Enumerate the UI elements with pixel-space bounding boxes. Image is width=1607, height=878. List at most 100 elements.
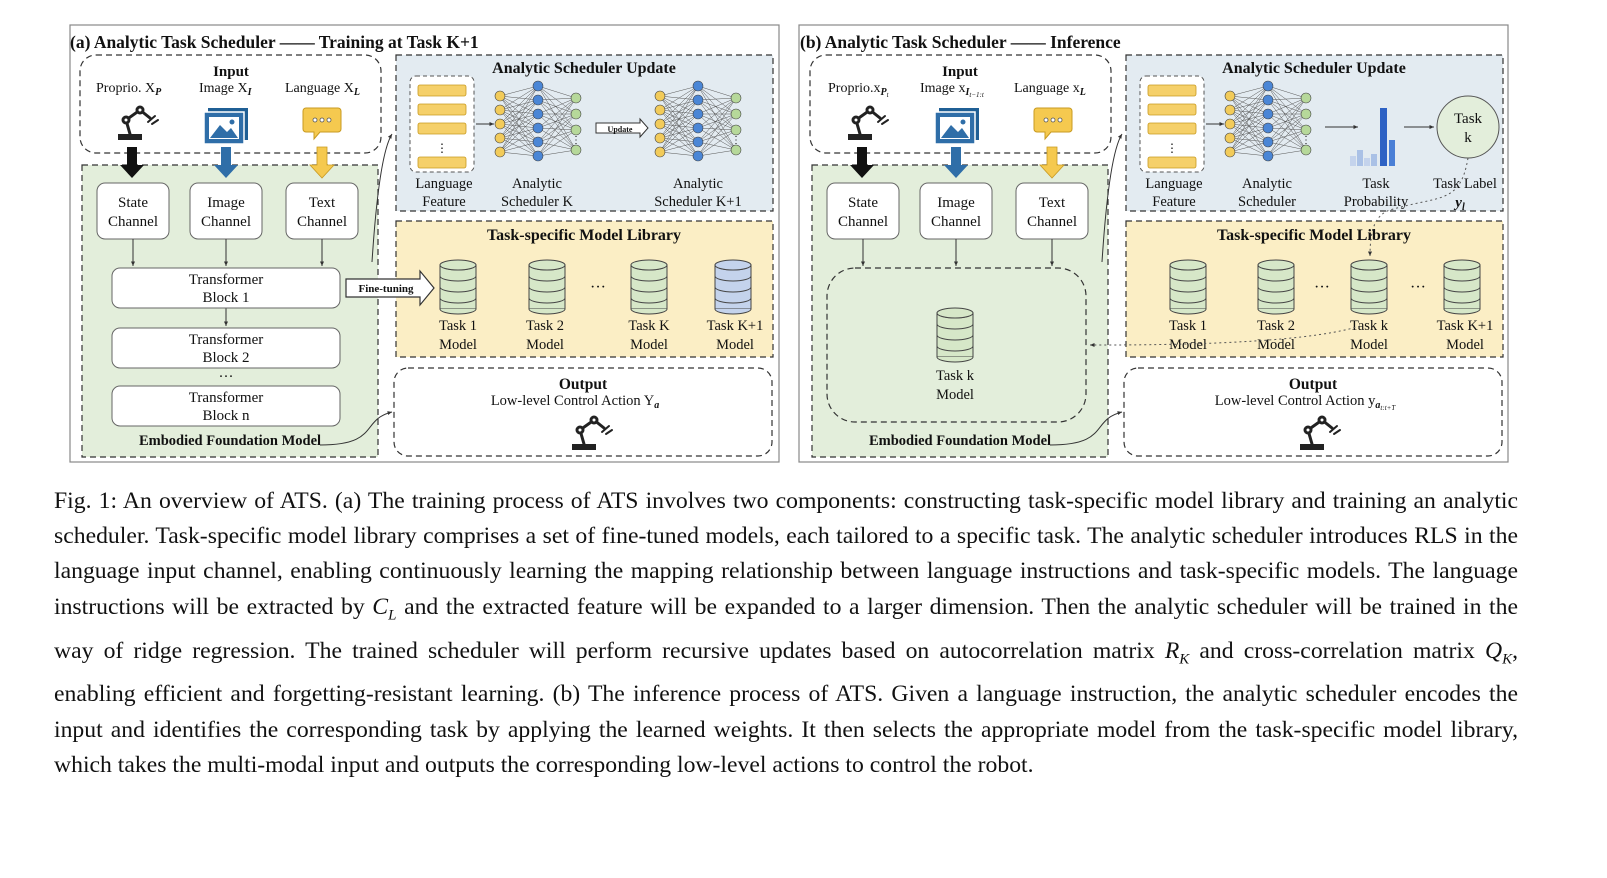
state-channel-a-l2: Channel: [108, 214, 158, 230]
lib-a-m2-l2: Model: [526, 337, 564, 353]
sched-k1-l2: Scheduler K+1: [654, 194, 742, 210]
svg-text:⋮: ⋮: [731, 135, 741, 146]
lib-a-m1-l2: Model: [439, 337, 477, 353]
ats-diagram: (a) Analytic Task Scheduler —— Training …: [69, 24, 1509, 463]
feature-bars-a: [417, 84, 467, 169]
feature-label-b-l1: Language: [1145, 176, 1202, 192]
nn-node: [570, 144, 582, 156]
image-channel-a-l1: Image: [207, 195, 245, 211]
nn-node: [1300, 124, 1312, 136]
block1-l2: Block 1: [202, 290, 249, 306]
image-channel-b: [919, 182, 993, 240]
transformer-block-2: [111, 327, 341, 369]
sched-k-l2: Scheduler K: [501, 194, 574, 210]
blockn-l2: Block n: [202, 408, 250, 424]
image-icon: [203, 108, 248, 145]
update-arrow: Update: [595, 117, 649, 139]
caption-math-qk: QK: [1484, 637, 1513, 668]
text-channel-a-l2: Channel: [297, 214, 347, 230]
database-icon: [528, 259, 566, 315]
lib-b-m4-l1: Task K+1: [1437, 318, 1494, 334]
panel-b: (b) Analytic Task Scheduler —— Inference…: [798, 24, 1509, 463]
arrow-down-yellow: [1039, 146, 1065, 179]
caption-math-rk: RK: [1164, 637, 1190, 668]
library-ellipsis-b1: ···: [1314, 279, 1330, 296]
probability-bar-chart-icon: [1350, 108, 1395, 166]
nn-node: [692, 108, 704, 120]
feature-dots-a: ⋮: [436, 141, 448, 155]
svg-text:⋮: ⋮: [1301, 135, 1311, 146]
state-channel-a-l1: State: [118, 195, 148, 211]
figure-caption: Fig. 1: An overview of ATS. (a) The trai…: [54, 484, 1518, 783]
feature-dots-b: ⋮: [1166, 141, 1178, 155]
database-icon: [1257, 259, 1295, 315]
nn-node: [654, 146, 666, 158]
lib-a-m3-l1: Task K: [628, 318, 670, 334]
lib-b-m2-l1: Task 2: [1257, 318, 1295, 334]
output-text-a: Low-level Control Action Ya: [491, 393, 659, 411]
nn-node: [730, 124, 742, 136]
robot-arm-icon: [848, 105, 889, 140]
scheduler-heading-a: Analytic Scheduler Update: [492, 60, 676, 77]
library-ellipsis-b2: ···: [1410, 279, 1426, 296]
text-channel-a-l1: Text: [309, 195, 336, 211]
nn-node: [730, 92, 742, 104]
nn-node: [532, 122, 544, 134]
state-channel-b-l2: Channel: [838, 214, 888, 230]
nn-node: [692, 122, 704, 134]
lib-a-m4-l1: Task K+1: [707, 318, 764, 334]
nn-node: [532, 80, 544, 92]
transformer-block-1: [111, 267, 341, 309]
sched-b-l1: Analytic: [1242, 176, 1292, 192]
nn-node: [1262, 94, 1274, 106]
nn-node: [570, 108, 582, 120]
lib-b-m3-l2: Model: [1350, 337, 1388, 353]
lib-a-m2-l1: Task 2: [526, 318, 564, 334]
nn-node: [532, 136, 544, 148]
nn-node: [1262, 122, 1274, 134]
state-channel-b: [826, 182, 900, 240]
model-library-a: [395, 220, 774, 358]
nn-node: [532, 94, 544, 106]
database-icon: [1169, 259, 1207, 315]
lib-a-m3-l2: Model: [630, 337, 668, 353]
image-label-b: Image xIt−1:t: [920, 81, 985, 99]
nn-node: [692, 94, 704, 106]
nn-node: [1300, 108, 1312, 120]
nn-node: [692, 80, 704, 92]
nn-node: [1224, 90, 1236, 102]
selected-model-l2: Model: [936, 387, 974, 403]
robot-arm-icon: [572, 415, 613, 450]
nn-node: [692, 150, 704, 162]
nn-node: [532, 150, 544, 162]
output-text-b: Low-level Control Action yat:t+T: [1215, 393, 1397, 412]
block2-l2: Block 2: [202, 350, 249, 366]
caption-math-cl: CL: [372, 593, 397, 624]
task-k-circle-l1: Task: [1454, 111, 1483, 127]
text-channel-b-l2: Channel: [1027, 214, 1077, 230]
task-label-l2: yl: [1453, 195, 1465, 213]
finetune-arrow: Fine-tuning: [345, 269, 435, 307]
selected-model-db-icon: [936, 307, 974, 363]
caption-part-2: and the extracted feature will be expand…: [54, 593, 1518, 664]
library-ellipsis-a: ···: [590, 279, 606, 296]
panel-a-title: (a) Analytic Task Scheduler —— Training …: [70, 32, 479, 52]
caption-part-3: and cross-correlation matrix: [1189, 637, 1485, 664]
prob-l1: Task: [1362, 176, 1390, 192]
nn-node: [1224, 146, 1236, 158]
neural-net-inference: ⋮: [1224, 80, 1312, 162]
lib-b-m1-l1: Task 1: [1169, 318, 1207, 334]
task-k-circle: [1436, 95, 1500, 159]
foundation-label-a: Embodied Foundation Model: [139, 433, 321, 449]
block1-l1: Transformer: [189, 272, 263, 288]
proprio-label-a: Proprio. XP: [96, 81, 162, 98]
nn-node: [654, 104, 666, 116]
database-icons-b: [1169, 259, 1481, 315]
database-icon: [936, 307, 974, 363]
block-ellipsis: ···: [219, 369, 234, 385]
database-icon: [630, 259, 668, 315]
output-box-b: [1123, 367, 1503, 457]
scheduler-heading-b: Analytic Scheduler Update: [1222, 60, 1406, 77]
database-icon: [439, 259, 477, 315]
library-heading-a: Task-specific Model Library: [487, 227, 681, 244]
